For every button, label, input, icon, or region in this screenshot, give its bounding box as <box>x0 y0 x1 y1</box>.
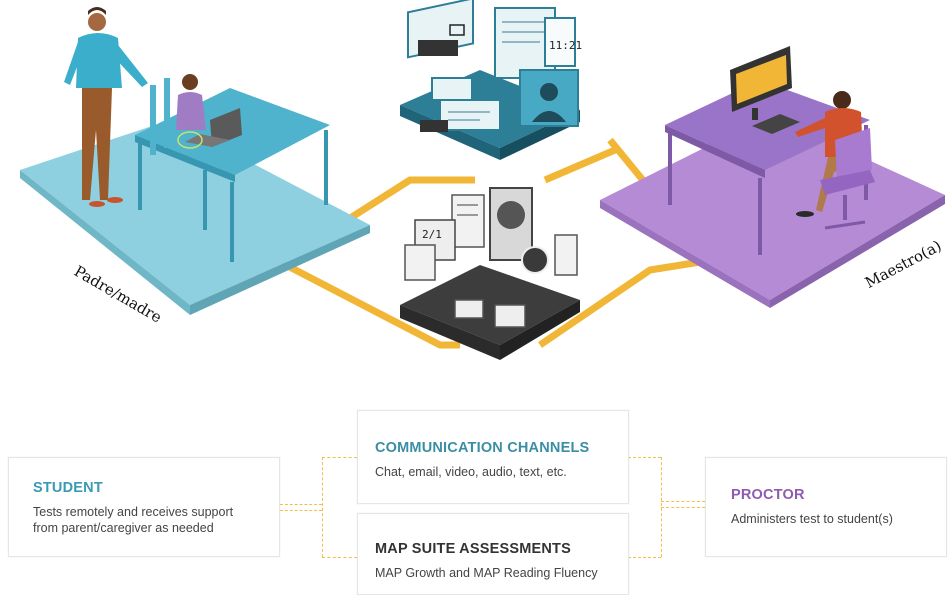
communication-title: COMMUNICATION CHANNELS <box>375 440 590 456</box>
laptop-icon <box>177 108 242 149</box>
proctor-card: PROCTOR Administers test to student(s) <box>705 457 947 557</box>
student-desc-line1: Tests remotely and receives support <box>33 505 234 519</box>
proctor-description: Administers test to student(s) <box>731 512 893 526</box>
communication-description: Chat, email, video, audio, text, etc. <box>375 465 567 479</box>
proctor-connector-bottom <box>661 507 705 508</box>
left-to-map <box>322 557 357 558</box>
proctor-connector-top <box>661 501 705 502</box>
student-figure <box>150 74 206 155</box>
map-description: MAP Growth and MAP Reading Fluency <box>375 566 598 580</box>
communication-card: COMMUNICATION CHANNELS Chat, email, vide… <box>357 410 629 504</box>
student-connector-top <box>280 504 322 505</box>
teacher-figure <box>795 91 875 230</box>
student-card: STUDENT Tests remotely and receives supp… <box>8 457 280 557</box>
map-title: MAP SUITE ASSESSMENTS <box>375 541 571 557</box>
map-card: MAP SUITE ASSESSMENTS MAP Growth and MAP… <box>357 513 629 595</box>
parent-figure <box>64 7 148 207</box>
proctor-title: PROCTOR <box>731 487 805 503</box>
map-screens: 2/1 <box>404 187 578 328</box>
board-text: 2/1 <box>422 228 442 241</box>
student-title: STUDENT <box>33 480 103 496</box>
map-platform <box>400 265 580 360</box>
monitor-icon <box>730 46 800 134</box>
clock-text: 11:21 <box>549 39 582 52</box>
left-vertical-connector <box>322 457 323 557</box>
student-desc-line2: from parent/caregiver as needed <box>33 521 214 535</box>
remote-testing-illustration: 11:21 2/1 <box>20 0 945 360</box>
left-to-comm <box>322 457 357 458</box>
comm-to-right <box>628 457 661 458</box>
student-connector-bottom <box>280 510 322 511</box>
student-description: Tests remotely and receives support from… <box>33 504 279 536</box>
map-to-right <box>628 557 661 558</box>
chat-screens: 11:21 <box>407 0 582 132</box>
